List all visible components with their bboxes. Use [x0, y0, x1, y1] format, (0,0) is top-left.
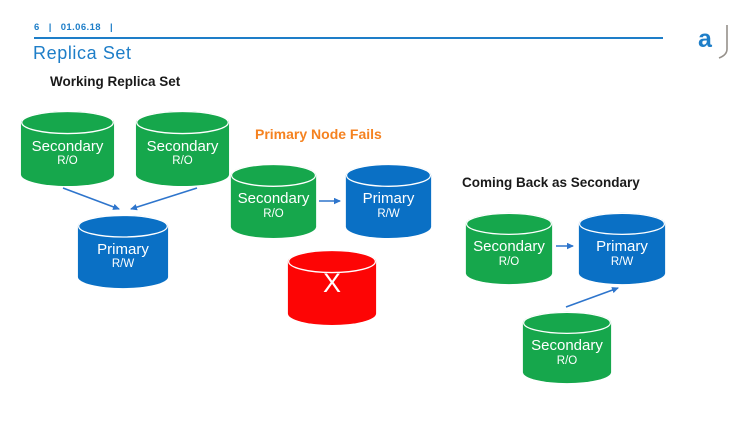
arrow-secondary1-to-primary — [62, 187, 120, 210]
arrow-secondary2-to-primary — [130, 187, 198, 211]
slide-meta: 6 | 01.06.18 | — [34, 22, 122, 33]
db-cylinder-primary-working: Primary R/W — [77, 214, 169, 289]
page-number: 6 — [34, 22, 40, 33]
logo-letter: a — [698, 25, 712, 53]
heading-working-replica-set: Working Replica Set — [50, 74, 181, 89]
db-cylinder-returning-secondary: Secondary R/O — [522, 311, 612, 384]
db-cylinder-secondary-1: Secondary R/O — [20, 110, 115, 187]
db-cylinder-secondary-comeback: Secondary R/O — [465, 212, 553, 285]
meta-separator: | — [109, 22, 113, 33]
header-rule — [34, 37, 663, 39]
heading-primary-node-fails: Primary Node Fails — [255, 126, 382, 142]
failed-node-x-label: X — [322, 267, 341, 298]
slide-date: 01.06.18 — [60, 22, 101, 33]
meta-separator: | — [48, 22, 52, 33]
heading-coming-back-secondary: Coming Back as Secondary — [462, 175, 640, 190]
page-title: Replica Set — [33, 43, 132, 63]
db-cylinder-secondary-failover: Secondary R/O — [230, 163, 317, 239]
db-cylinder-secondary-2: Secondary R/O — [135, 110, 230, 187]
arrow-returning-secondary-to-primary — [565, 287, 619, 308]
db-cylinder-failed-node: X — [287, 249, 377, 326]
db-cylinder-primary-comeback: Primary R/W — [578, 212, 666, 285]
logo-stroke-icon — [718, 25, 728, 59]
db-cylinder-new-primary: Primary R/W — [345, 163, 432, 239]
company-logo: a — [696, 24, 732, 60]
